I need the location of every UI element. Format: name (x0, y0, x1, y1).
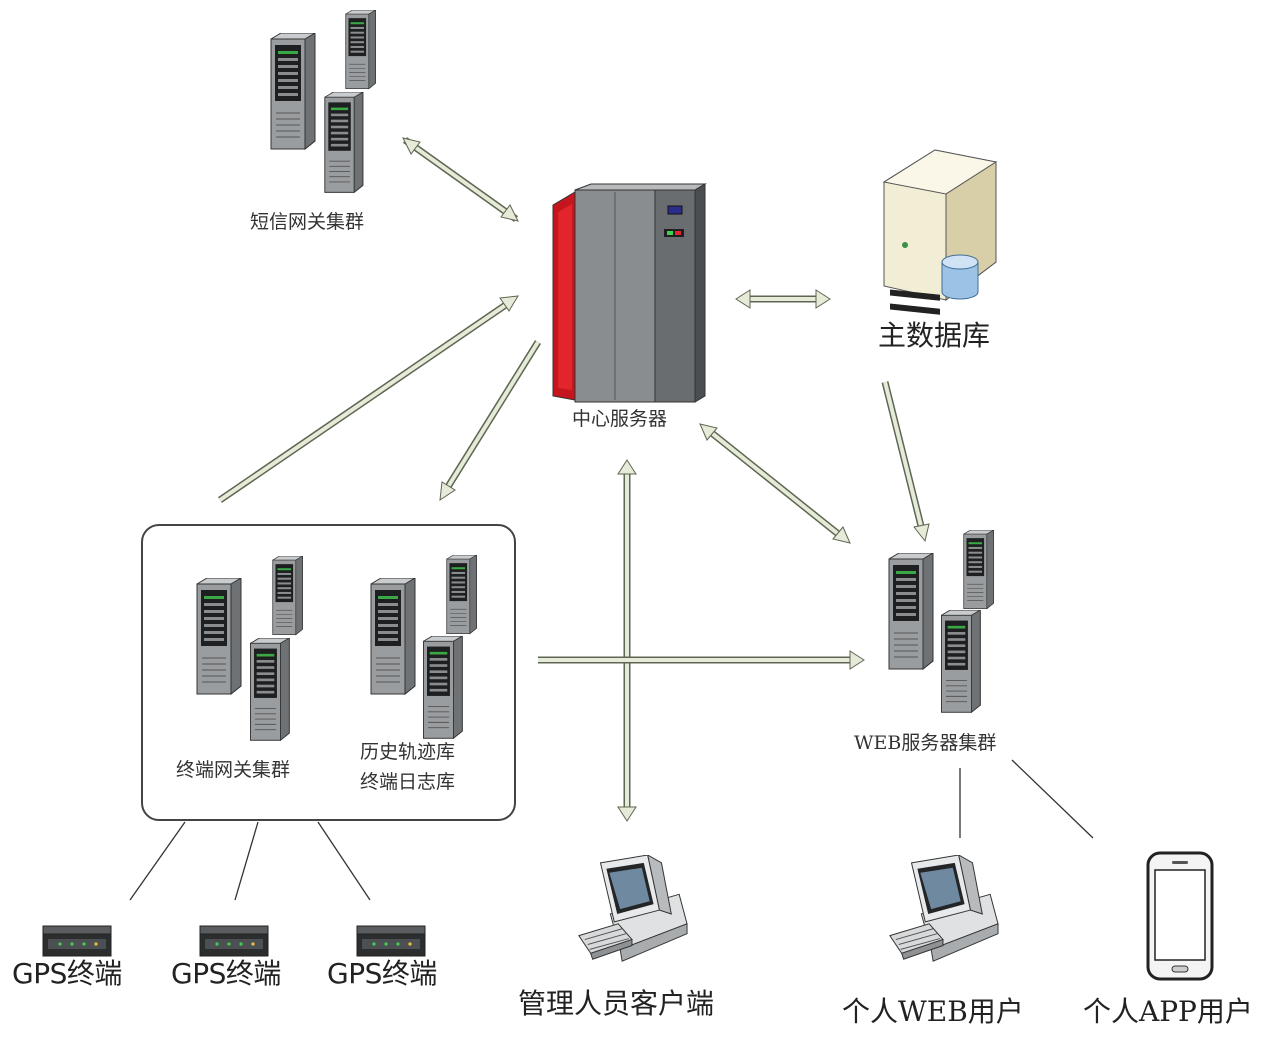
web-user-pc-icon (889, 855, 999, 962)
connector-lines (129, 759, 1094, 901)
main-database-icon (882, 149, 998, 315)
gps-terminal-label-3: GPS终端 (327, 957, 437, 990)
smartphone-icon (1146, 851, 1214, 981)
terminal-storage-group-box (141, 524, 516, 821)
arrow-terminal-to-central (218, 295, 519, 503)
sms-gateway-cluster-icon (270, 10, 376, 193)
line-app-user (1011, 759, 1094, 839)
gps-terminal-label-2: GPS终端 (171, 957, 281, 990)
arrow-central-web (699, 423, 851, 544)
arrow-central-database (735, 289, 831, 309)
admin-pc-icon (578, 855, 688, 962)
web-server-cluster-label: WEB服务器集群 (854, 732, 997, 754)
central-server-icon (552, 183, 707, 403)
history-track-db-label: 历史轨迹库 (360, 741, 456, 763)
arrow-central-admin (617, 459, 637, 822)
admin-client-label: 管理人员客户端 (518, 987, 715, 1020)
web-server-cluster-icon (888, 530, 994, 713)
arrow-terminal-to-web (538, 650, 865, 670)
terminal-log-db-label: 终端日志库 (360, 771, 456, 793)
sms-gateway-cluster-label: 短信网关集群 (250, 211, 365, 233)
gps-device-icon-2 (199, 925, 269, 957)
gps-terminal-label-1: GPS终端 (12, 957, 122, 990)
line-gps-3 (317, 821, 371, 901)
personal-app-user-label: 个人APP用户 (1083, 995, 1253, 1028)
gps-device-icon-3 (356, 925, 426, 957)
main-database-label: 主数据库 (878, 319, 991, 352)
line-gps-2 (234, 821, 259, 901)
line-gps-1 (129, 821, 186, 901)
arrow-sms-central (402, 137, 519, 222)
arrow-central-to-storage (439, 340, 541, 502)
gps-device-icon-1 (42, 925, 112, 957)
terminal-gateway-cluster-label: 终端网关集群 (176, 759, 291, 781)
arrow-database-to-web (881, 381, 930, 543)
central-server-label: 中心服务器 (572, 408, 668, 430)
personal-web-user-label: 个人WEB用户 (842, 995, 1024, 1028)
